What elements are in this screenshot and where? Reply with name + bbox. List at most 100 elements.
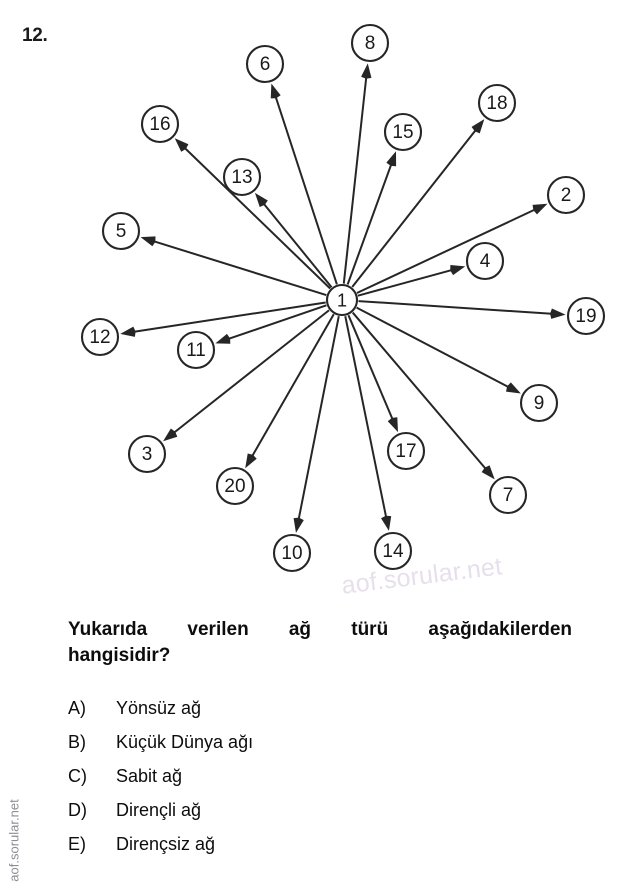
edge-1-to-5 [153, 240, 327, 297]
node-circle-1 [325, 283, 359, 317]
graph-node-19[interactable]: 19 [566, 296, 606, 336]
graph-node-5[interactable]: 5 [101, 211, 141, 251]
edge-1-to-13 [262, 203, 333, 288]
graph-node-15[interactable]: 15 [383, 112, 423, 152]
question-number: 12. [22, 25, 48, 46]
question-stem-line-1: Yukarıda verilen ağ türü aşağıdakilerden [68, 619, 572, 640]
graph-node-3[interactable]: 3 [127, 434, 167, 474]
option-letter: D) [68, 800, 87, 820]
node-circle-7 [488, 475, 528, 515]
node-circle-20 [215, 466, 255, 506]
graph-node-2[interactable]: 2 [546, 175, 586, 215]
graph-node-17[interactable]: 17 [386, 431, 426, 471]
graph-node-8[interactable]: 8 [350, 23, 390, 63]
node-label-4: 4 [480, 251, 491, 272]
node-circle-3 [127, 434, 167, 474]
option-text: Küçük Dünya ağı [116, 732, 254, 752]
node-label-2: 2 [561, 185, 572, 206]
graph-node-13[interactable]: 13 [222, 157, 262, 197]
node-circle-12 [80, 317, 120, 357]
arrowhead-to-18 [471, 119, 485, 134]
node-circle-19 [566, 296, 606, 336]
question-stem-line-2: hangisidir? [68, 645, 171, 666]
option-row-e[interactable]: E) Dirençsiz ağ [68, 834, 488, 868]
arrowhead-to-15 [386, 151, 397, 167]
option-row-a[interactable]: A) Yönsüz ağ [68, 698, 488, 732]
edge-1-to-12 [133, 301, 326, 333]
node-circle-4 [465, 241, 505, 281]
node-circle-16 [140, 104, 180, 144]
arrowhead-to-6 [270, 83, 281, 99]
node-label-14: 14 [382, 541, 404, 562]
graph-node-14[interactable]: 14 [373, 531, 413, 571]
option-letter: E) [68, 834, 86, 854]
network-diagram-figure: 8 6 18 16 15 13 2 5 4 19 12 11 9 3 17 20 7 10 14 1 [80, 23, 606, 573]
graph-node-7[interactable]: 7 [488, 475, 528, 515]
graph-node-16[interactable]: 16 [140, 104, 180, 144]
graph-node-9[interactable]: 9 [519, 383, 559, 423]
edge-1-to-17 [347, 314, 394, 420]
arrowhead-to-3 [163, 428, 178, 442]
edge-1-to-9 [356, 306, 509, 388]
option-letter: A) [68, 698, 86, 718]
node-circle-9 [519, 383, 559, 423]
option-row-c[interactable]: C) Sabit ağ [68, 766, 488, 800]
node-circle-18 [477, 83, 517, 123]
arrowhead-to-2 [532, 203, 548, 215]
graph-node-12[interactable]: 12 [80, 317, 120, 357]
option-row-b[interactable]: B) Küçük Dünya ağı [68, 732, 488, 766]
edge-1-to-4 [357, 269, 452, 297]
node-label-18: 18 [486, 93, 507, 114]
graph-node-18[interactable]: 18 [477, 83, 517, 123]
node-circle-6 [245, 44, 285, 84]
node-label-15: 15 [392, 122, 413, 143]
node-label-7: 7 [503, 485, 514, 506]
option-letter: B) [68, 732, 86, 752]
graph-node-10[interactable]: 10 [272, 533, 312, 573]
node-circle-8 [350, 23, 390, 63]
node-label-6: 6 [260, 54, 271, 75]
nodes-group: 8 6 18 16 15 13 2 5 4 19 12 11 9 3 17 20 7 10 14 1 [80, 23, 606, 573]
edge-1-to-19 [358, 300, 552, 315]
option-row-d[interactable]: D)Dirençli ağ [68, 800, 488, 834]
node-label-10: 10 [281, 543, 302, 564]
question-stem: Yukarıda verilen ağ türü aşağıdakilerden… [68, 617, 572, 669]
option-text: Sabit ağ [116, 766, 183, 786]
graph-node-4[interactable]: 4 [465, 241, 505, 281]
node-circle-5 [101, 211, 141, 251]
network-graph-svg: 8 6 18 16 15 13 2 5 4 19 12 11 9 3 17 20 7 10 14 1 [80, 23, 606, 573]
option-text: Dirençsiz ağ [116, 834, 216, 854]
node-circle-11 [176, 330, 216, 370]
arrowhead-to-5 [140, 236, 156, 247]
arrowhead-to-9 [506, 382, 521, 394]
arrowhead-to-7 [481, 465, 495, 480]
watermark-vertical: aof.sorular.net [6, 799, 22, 882]
node-label-13: 13 [231, 167, 252, 188]
graph-node-11[interactable]: 11 [176, 330, 216, 370]
node-label-8: 8 [365, 33, 376, 54]
arrowhead-to-10 [293, 517, 304, 533]
option-text: Yönsüz ağ [116, 698, 202, 718]
arrowhead-to-14 [381, 515, 392, 531]
arrowhead-to-11 [215, 333, 231, 344]
edge-1-to-2 [356, 208, 536, 294]
edge-1-to-14 [344, 315, 388, 518]
edge-1-to-10 [297, 315, 340, 520]
edge-1-to-7 [351, 311, 487, 470]
node-circle-13 [222, 157, 262, 197]
option-letter: C) [68, 766, 87, 786]
graph-node-1[interactable]: 1 [325, 283, 359, 317]
node-circle-14 [373, 531, 413, 571]
node-label-19: 19 [575, 306, 596, 327]
node-circle-2 [546, 175, 586, 215]
arrowhead-to-4 [450, 265, 466, 276]
node-circle-10 [272, 533, 312, 573]
node-label-5: 5 [116, 221, 127, 242]
edges-group [120, 63, 566, 533]
edge-1-to-8 [342, 77, 368, 284]
arrowhead-to-19 [550, 308, 566, 319]
node-label-1: 1 [337, 291, 347, 311]
graph-node-6[interactable]: 6 [245, 44, 285, 84]
graph-node-20[interactable]: 20 [215, 466, 255, 506]
